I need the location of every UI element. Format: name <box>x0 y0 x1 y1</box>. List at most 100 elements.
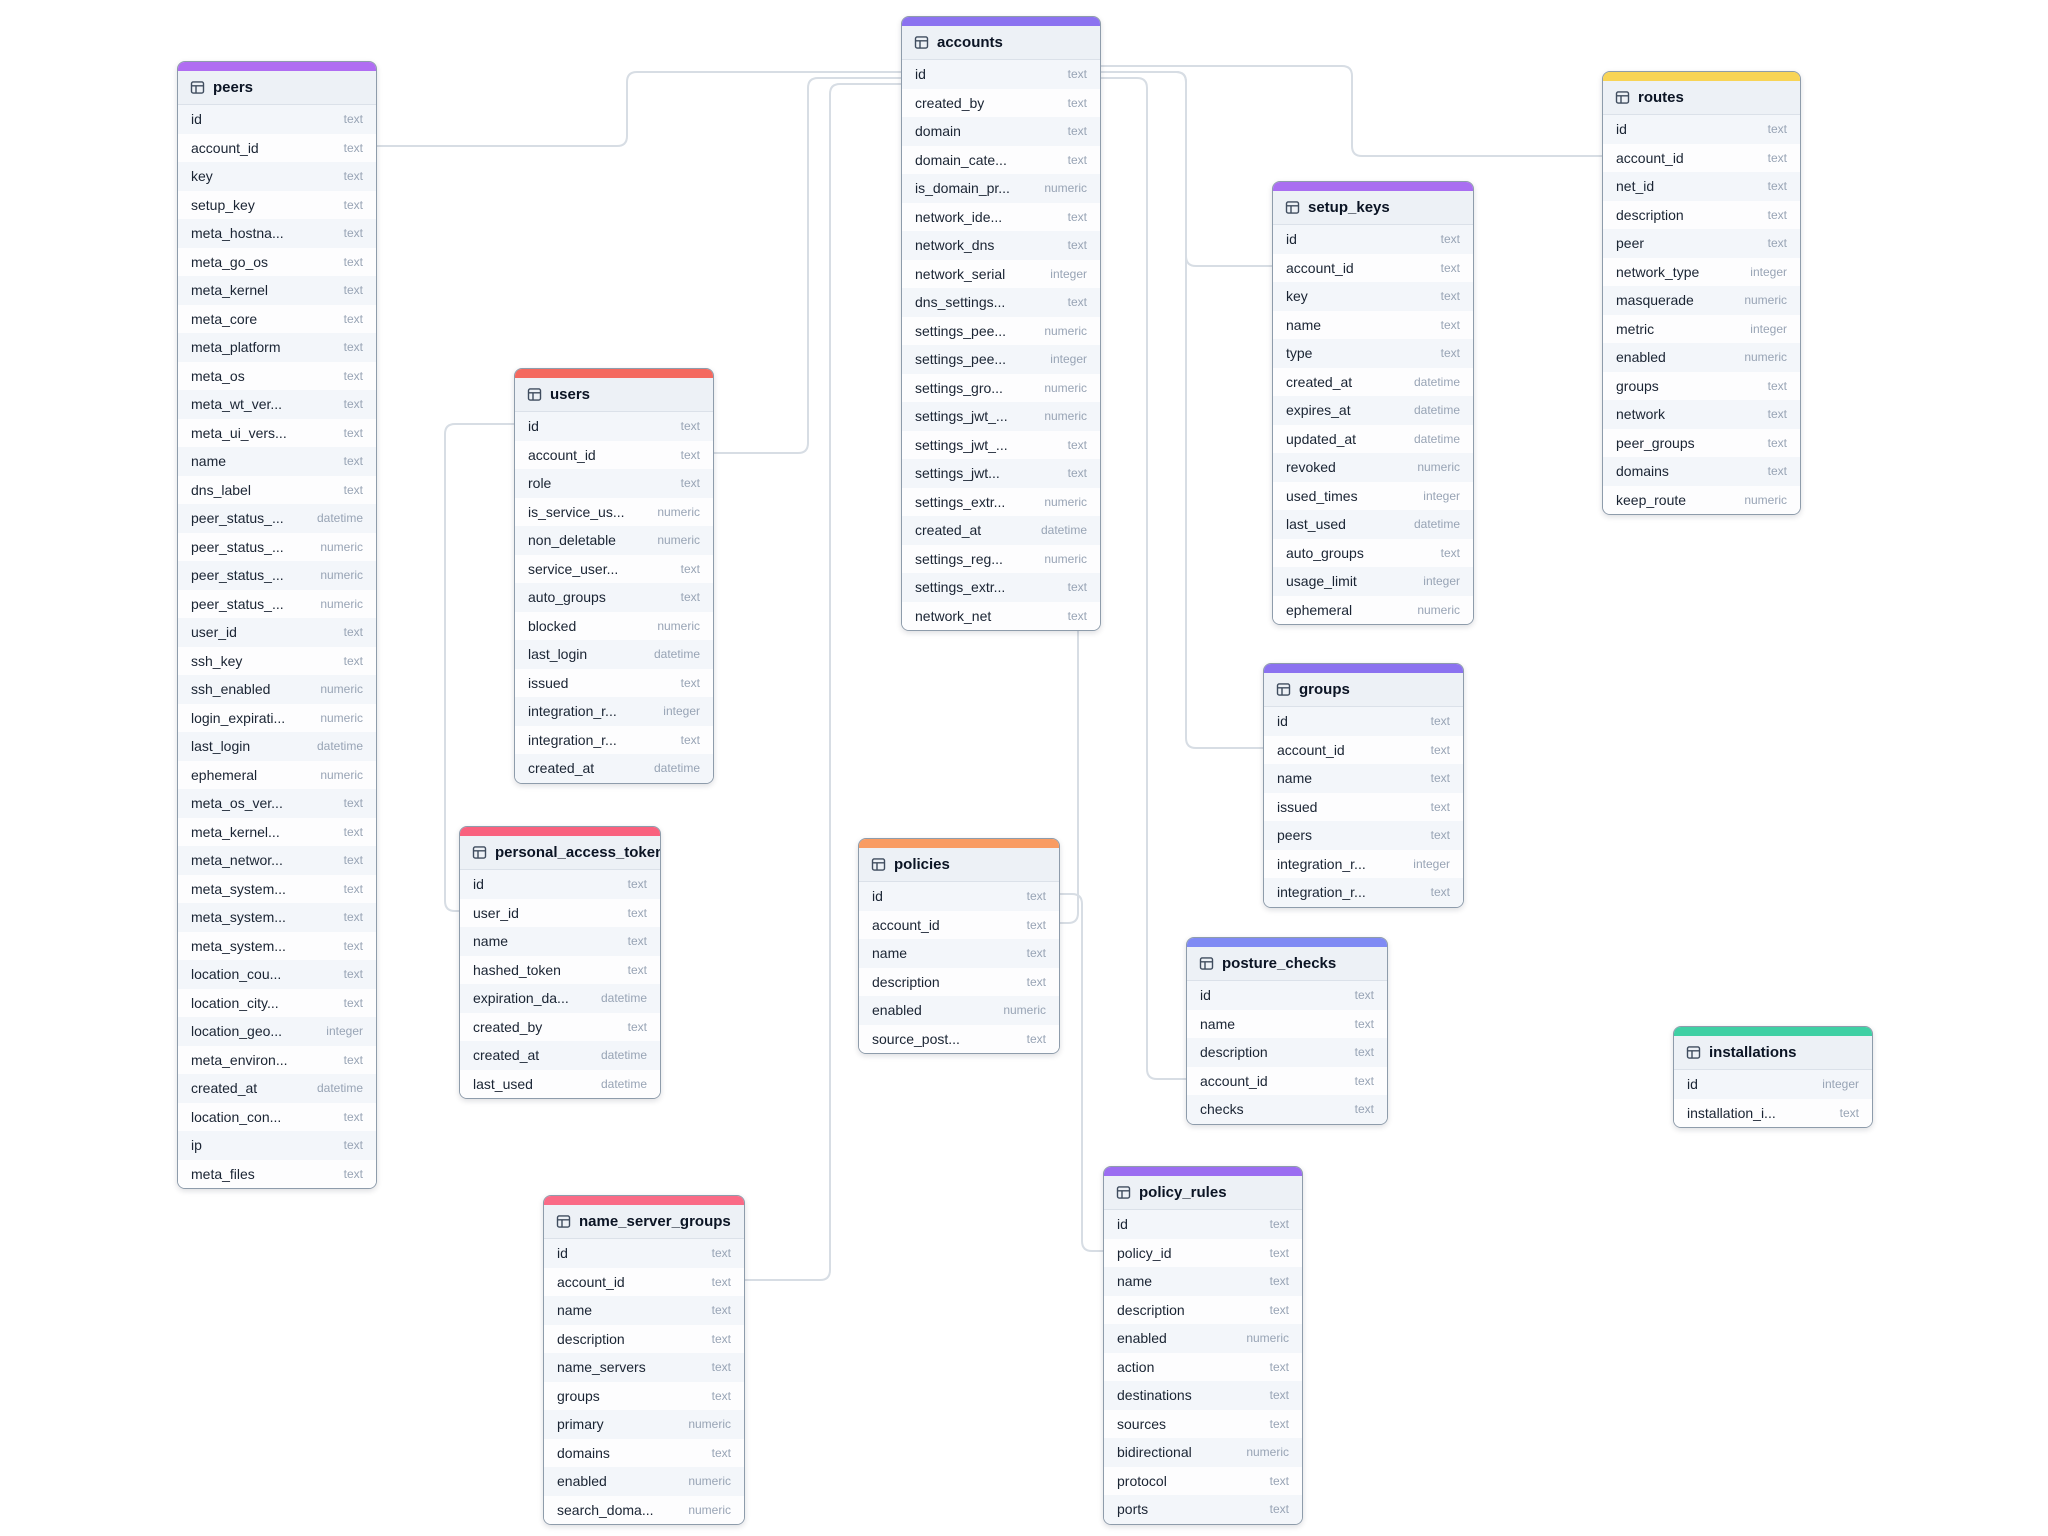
field-row[interactable]: settings_pee...integer <box>902 345 1100 374</box>
field-row[interactable]: settings_extr...numeric <box>902 487 1100 516</box>
field-row[interactable]: search_doma...numeric <box>544 1495 744 1524</box>
field-row[interactable]: settings_extr...text <box>902 573 1100 602</box>
field-row[interactable]: installation_i...text <box>1674 1098 1872 1127</box>
field-row[interactable]: expiration_da...datetime <box>460 984 660 1013</box>
table-header[interactable]: users <box>515 378 713 412</box>
field-row[interactable]: integration_r...integer <box>515 697 713 726</box>
field-row[interactable]: peer_status_...datetime <box>178 504 376 533</box>
field-row[interactable]: settings_jwt_...text <box>902 430 1100 459</box>
table-header[interactable]: peers <box>178 71 376 105</box>
field-row[interactable]: meta_ui_vers...text <box>178 418 376 447</box>
table-header[interactable]: accounts <box>902 26 1100 60</box>
field-row[interactable]: peer_status_...numeric <box>178 532 376 561</box>
field-row[interactable]: service_user...text <box>515 554 713 583</box>
field-row[interactable]: meta_os_ver...text <box>178 789 376 818</box>
table-header[interactable]: installations <box>1674 1036 1872 1070</box>
field-row[interactable]: meta_networ...text <box>178 846 376 875</box>
field-row[interactable]: settings_gro...numeric <box>902 373 1100 402</box>
field-row[interactable]: location_city...text <box>178 988 376 1017</box>
field-row[interactable]: source_post...text <box>859 1024 1059 1053</box>
field-row[interactable]: settings_pee...numeric <box>902 316 1100 345</box>
field-row[interactable]: network_ide...text <box>902 202 1100 231</box>
field-row[interactable]: integration_r...integer <box>1264 849 1463 878</box>
field-row[interactable]: location_con...text <box>178 1102 376 1131</box>
field-row[interactable]: meta_wt_ver...text <box>178 390 376 419</box>
table-header[interactable]: routes <box>1603 81 1800 115</box>
field-row[interactable]: settings_jwt...text <box>902 459 1100 488</box>
table-header[interactable]: policies <box>859 848 1059 882</box>
field-row[interactable]: location_geo...integer <box>178 1017 376 1046</box>
